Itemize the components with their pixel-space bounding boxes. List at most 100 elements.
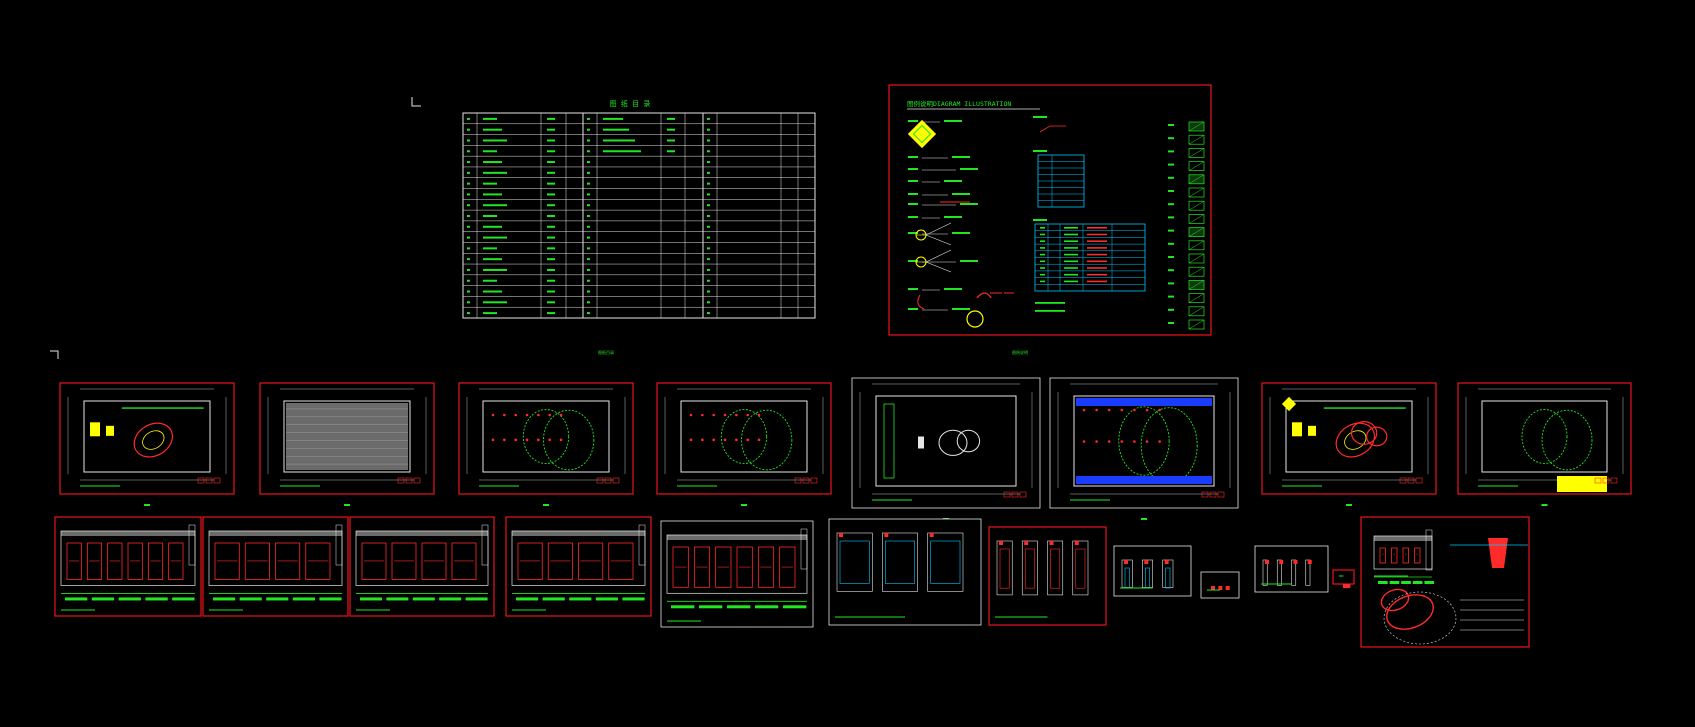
legend-table-text (1040, 267, 1045, 269)
sheet-elevation-e[interactable] (660, 520, 814, 628)
drawing-title-tag (1407, 477, 1415, 484)
detail-strip (595, 597, 618, 601)
legend-table-text (1064, 253, 1078, 256)
legend-symbols-left (908, 120, 1066, 311)
sheet-frame (1332, 569, 1355, 585)
display-cabinet (168, 542, 184, 580)
legend-hatch-line (1188, 266, 1205, 277)
row-label-left: 图纸目录 (598, 349, 614, 355)
legend-swatch-label (1168, 256, 1174, 258)
sheet-elevation-c[interactable] (349, 516, 495, 617)
legend-symbol-text (952, 156, 970, 158)
index-number-mark (587, 139, 590, 142)
downlight-mark (723, 438, 727, 442)
index-number-mark (707, 171, 710, 174)
legend-symbol-label (908, 120, 918, 122)
drawing-title-tag (802, 477, 810, 484)
display-cabinet (451, 542, 477, 580)
detail-panel (1047, 540, 1064, 596)
ceiling-section-hatch (667, 535, 807, 540)
drawing-title-tag (1209, 491, 1217, 498)
sheet-lighting-plan[interactable] (458, 382, 634, 506)
index-name-mark (483, 182, 497, 185)
legend-symbol-text (952, 232, 970, 234)
sheet-detail-b[interactable] (988, 526, 1107, 626)
plan-sheets-row[interactable] (59, 377, 1632, 520)
north-diamond (1281, 396, 1297, 412)
downlight-mark (1107, 408, 1111, 412)
drawing-title-tag (1019, 491, 1027, 498)
index-number-mark (707, 236, 710, 239)
floor-border-band (1076, 398, 1212, 406)
index-number-mark (587, 193, 590, 196)
downlight-mark (712, 413, 715, 417)
detail-strip (465, 597, 488, 601)
drawing-index-sheet[interactable]: 图 纸 目 录 (462, 99, 816, 319)
reception-desk-plan (1380, 588, 1410, 612)
drawing-title-tag (197, 477, 205, 484)
detail-marker (1346, 584, 1351, 588)
sheet-reception-desk-detail[interactable] (1360, 516, 1530, 648)
elevation-sheets-row[interactable] (54, 516, 1530, 648)
sheet-index-plan[interactable] (1457, 382, 1632, 506)
ceiling-sheet-icon (344, 504, 350, 506)
index-code-mark (547, 279, 555, 282)
legend-sheet-frame (888, 84, 1212, 336)
sheet-detail-f[interactable] (1332, 569, 1355, 588)
sheet-detail-e[interactable] (1254, 545, 1329, 593)
sheet-floor-plan[interactable] (59, 382, 235, 506)
schedule-table (1557, 476, 1607, 492)
detail-inner (1075, 548, 1086, 589)
detail-strip (1401, 581, 1411, 584)
sheet-layout-plan[interactable] (1261, 382, 1437, 506)
legend-sheet[interactable]: 图例说明DIAGRAM ILLUSTRATION (888, 84, 1212, 336)
side-section (800, 528, 808, 570)
legend-hatch-line (1188, 214, 1205, 224)
index-code-mark (547, 204, 555, 207)
index-code-mark (547, 312, 555, 315)
sheet-floor-finish-plan[interactable] (1049, 377, 1239, 520)
drawing-title-tag (1594, 477, 1602, 484)
detail-inner (930, 540, 961, 584)
downlight-mark (735, 413, 738, 417)
index-name-mark (603, 150, 641, 153)
downlight-mark (1133, 408, 1136, 412)
detail-strip (292, 597, 315, 601)
index-number-mark (587, 279, 590, 282)
index-name-mark (483, 150, 497, 153)
legend-table-text (1064, 267, 1078, 269)
side-section (1425, 529, 1433, 571)
index-name-mark (483, 268, 507, 271)
sheet-frame (828, 518, 982, 626)
sheet-elevation-b[interactable] (202, 516, 349, 617)
detail-strip (622, 597, 645, 601)
legend-swatch-label (1168, 322, 1174, 324)
sheet-detail-d[interactable] (1200, 571, 1240, 599)
downlight-mark (514, 438, 517, 442)
legend-table-text (1064, 273, 1078, 276)
sheet-elevation-a[interactable] (54, 516, 202, 617)
drawing-title-tag (1415, 477, 1423, 484)
display-cabinet (1391, 547, 1398, 564)
detail-inner (1165, 567, 1171, 589)
legend-swatch-label (1168, 203, 1174, 206)
downlight-mark (1095, 440, 1098, 443)
sheet-detail-a[interactable] (828, 518, 982, 626)
drawing-title-tag (596, 477, 604, 484)
furniture-block (1308, 425, 1316, 436)
sheet-ceiling-plan[interactable] (259, 382, 435, 506)
sheet-elevation-d[interactable] (505, 516, 652, 617)
detail-marker (1211, 586, 1215, 590)
sheet-socket-plan[interactable] (656, 382, 832, 506)
room-outline (482, 400, 610, 473)
sheet-detail-c[interactable] (1113, 545, 1192, 597)
index-name-mark (483, 301, 507, 304)
legend-symbol-label (908, 260, 918, 262)
sheet-frame (458, 382, 634, 495)
downlight-mark (735, 438, 738, 442)
legend-hatch-line (1188, 174, 1205, 185)
sheet-furniture-plan[interactable] (851, 377, 1041, 520)
ceiling-section-hatch (209, 531, 342, 536)
